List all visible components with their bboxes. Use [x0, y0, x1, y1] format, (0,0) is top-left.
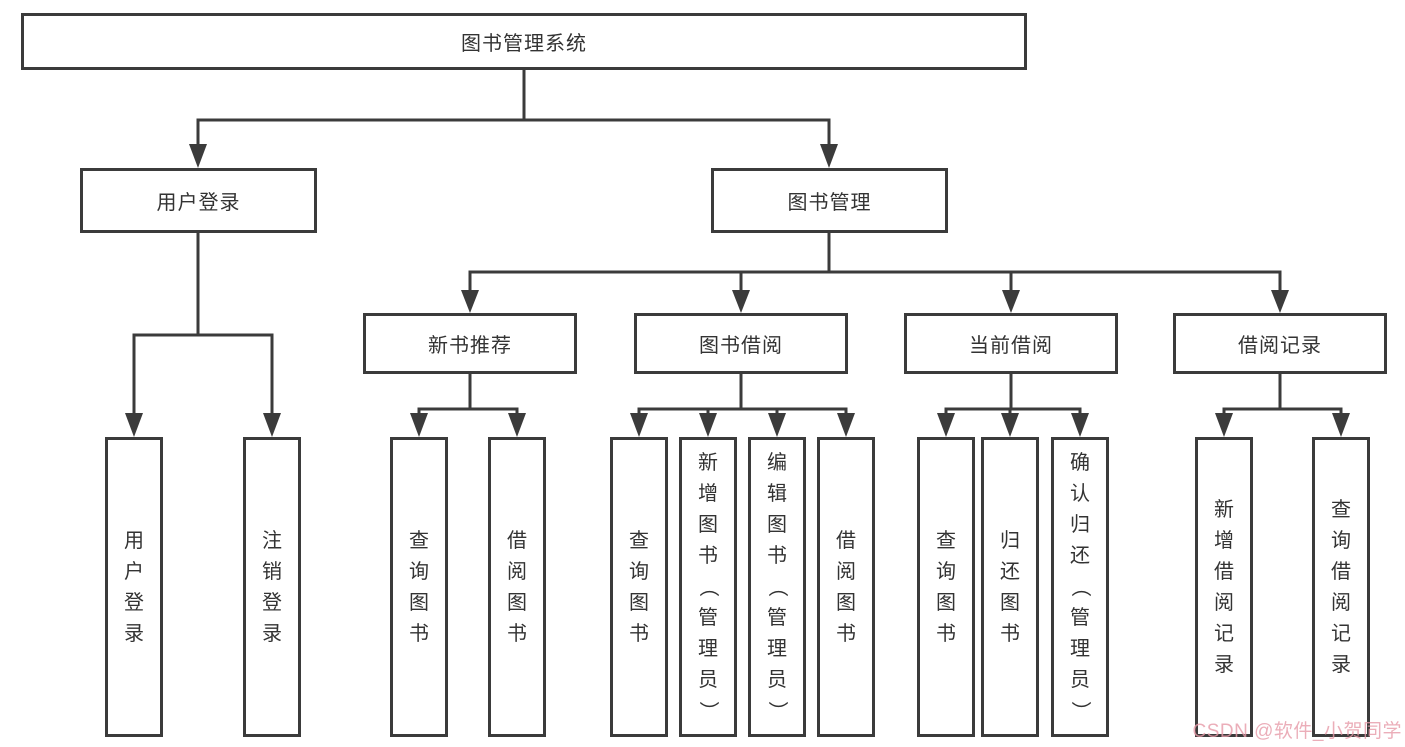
- leaf-add-book-admin: 新增图书（管理员）: [679, 437, 737, 737]
- leaf-query-books-current: 查询图书: [917, 437, 975, 737]
- leaf-return-book: 归还图书: [981, 437, 1039, 737]
- node-book-management: 图书管理: [711, 168, 948, 233]
- leaf-add-borrow-record: 新增借阅记录: [1195, 437, 1253, 737]
- leaf-user-login: 用户登录: [105, 437, 163, 737]
- node-new-book-recommend: 新书推荐: [363, 313, 577, 374]
- leaf-edit-book-admin: 编辑图书（管理员）: [748, 437, 806, 737]
- leaf-logout: 注销登录: [243, 437, 301, 737]
- node-current-borrow: 当前借阅: [904, 313, 1118, 374]
- leaf-borrow-books-borrow: 借阅图书: [817, 437, 875, 737]
- node-book-borrow: 图书借阅: [634, 313, 848, 374]
- leaf-query-books-recommend: 查询图书: [390, 437, 448, 737]
- node-borrow-records: 借阅记录: [1173, 313, 1387, 374]
- node-user-login: 用户登录: [80, 168, 317, 233]
- watermark: CSDN @软件_小贺同学: [1192, 721, 1402, 742]
- leaf-query-books-borrow: 查询图书: [610, 437, 668, 737]
- node-root: 图书管理系统: [21, 13, 1027, 70]
- leaf-confirm-return-admin: 确认归还（管理员）: [1051, 437, 1109, 737]
- leaf-query-borrow-record: 查询借阅记录: [1312, 437, 1370, 737]
- leaf-borrow-books-recommend: 借阅图书: [488, 437, 546, 737]
